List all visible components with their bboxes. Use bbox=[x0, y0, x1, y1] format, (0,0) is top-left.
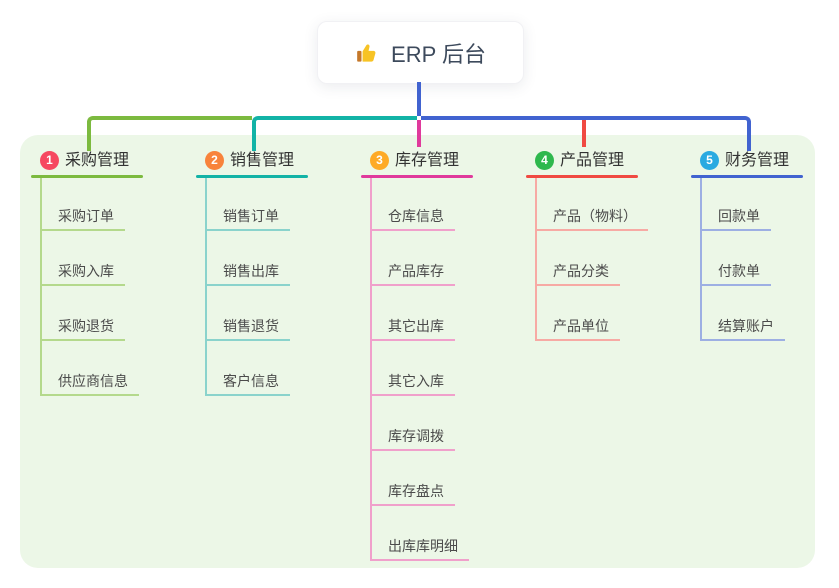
connector-branch-3 bbox=[417, 120, 421, 147]
child-node[interactable]: 销售退货 bbox=[205, 317, 290, 341]
branch-child-line bbox=[40, 178, 42, 396]
branches-panel bbox=[20, 135, 815, 568]
root-label: ERP 后台 bbox=[391, 41, 486, 67]
branch-child-line bbox=[205, 178, 207, 396]
branch-underline bbox=[196, 175, 308, 178]
child-node[interactable]: 出库库明细 bbox=[370, 537, 469, 561]
branch-title-1[interactable]: 采购管理 bbox=[65, 152, 130, 169]
branch-badge: 5 bbox=[700, 151, 719, 170]
branch-title-3[interactable]: 库存管理 bbox=[395, 152, 460, 169]
child-node[interactable]: 其它出库 bbox=[370, 317, 455, 341]
branch-underline bbox=[31, 175, 143, 178]
child-node[interactable]: 回款单 bbox=[700, 207, 771, 231]
branch-title-2[interactable]: 销售管理 bbox=[230, 152, 295, 169]
branch-title-5[interactable]: 财务管理 bbox=[725, 152, 790, 169]
child-node[interactable]: 采购入库 bbox=[40, 262, 125, 286]
child-node[interactable]: 库存盘点 bbox=[370, 482, 455, 506]
branch-badge: 4 bbox=[535, 151, 554, 170]
branch-underline bbox=[361, 175, 473, 178]
child-node[interactable]: 采购退货 bbox=[40, 317, 125, 341]
root-connector-line bbox=[417, 82, 421, 116]
connector-branch-5 bbox=[421, 116, 751, 151]
root-node[interactable]: ERP 后台 bbox=[317, 21, 524, 84]
child-node[interactable]: 仓库信息 bbox=[370, 207, 455, 231]
branch-badge: 1 bbox=[40, 151, 59, 170]
branch-child-line bbox=[370, 178, 372, 561]
branch-badge: 3 bbox=[370, 151, 389, 170]
child-node[interactable]: 客户信息 bbox=[205, 372, 290, 396]
branch-underline bbox=[691, 175, 803, 178]
child-node[interactable]: 结算账户 bbox=[700, 317, 785, 341]
child-node[interactable]: 付款单 bbox=[700, 262, 771, 286]
child-node[interactable]: 其它入库 bbox=[370, 372, 455, 396]
child-node[interactable]: 销售订单 bbox=[205, 207, 290, 231]
child-node[interactable]: 产品（物料） bbox=[535, 207, 648, 231]
branch-badge: 2 bbox=[205, 151, 224, 170]
thumbs-up-icon bbox=[357, 44, 376, 62]
child-node[interactable]: 产品库存 bbox=[370, 262, 455, 286]
child-node[interactable]: 销售出库 bbox=[205, 262, 290, 286]
connector-branch-2 bbox=[252, 116, 417, 151]
child-node[interactable]: 产品分类 bbox=[535, 262, 620, 286]
branch-underline bbox=[526, 175, 638, 178]
branch-child-line bbox=[535, 178, 537, 341]
branch-title-4[interactable]: 产品管理 bbox=[560, 152, 625, 169]
child-node[interactable]: 供应商信息 bbox=[40, 372, 139, 396]
branch-child-line bbox=[700, 178, 702, 341]
connector-branch-1 bbox=[87, 116, 252, 151]
child-node[interactable]: 库存调拨 bbox=[370, 427, 455, 451]
child-node[interactable]: 产品单位 bbox=[535, 317, 620, 341]
child-node[interactable]: 采购订单 bbox=[40, 207, 125, 231]
connector-branch-4 bbox=[582, 120, 586, 147]
